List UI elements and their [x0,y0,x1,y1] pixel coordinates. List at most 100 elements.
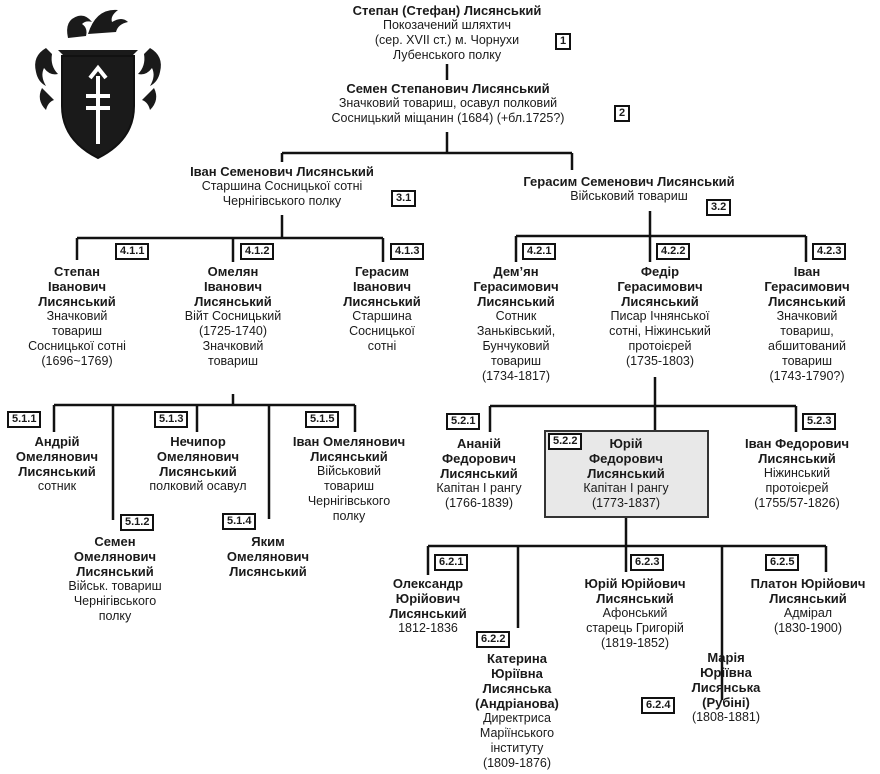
person-desc-line: старець Григорій [586,621,684,635]
person-desc-line: Військ. товариш [68,579,162,593]
person-desc-line: Покозачений шляхтич [383,18,511,32]
badge-6-2-2: 6.2.2 [476,631,511,648]
person-name-line: Андрій [34,434,80,449]
badge-2: 2 [614,105,631,122]
person-desc-line: (1735-1803) [625,354,695,368]
person-stepan-root: Степан (Стефан) Лисянський Покозачений ш… [320,3,574,63]
person-name-line: Нечипор [170,434,226,449]
person-desc-line: протоієрей [765,481,829,495]
person-platon-yuriyovych: Платон Юрійович Лисянський Адмірал (1830… [738,576,878,636]
person-desc-line: (1830-1900) [773,621,843,635]
person-desc-line: Бунчуковий [482,339,550,353]
badge-4-1-1: 4.1.1 [115,243,150,260]
person-name-line: Юріївна [491,666,543,681]
person-name-line: Федір [640,264,680,279]
person-desc-line: Старшина Сосницької сотні [201,179,363,193]
person-desc-line: товариш [324,479,374,493]
person-name-line: Федорович [589,451,663,466]
person-desc-line: Значковий товариш, осавул полковий [338,96,558,110]
person-name-line: Лисянський [343,294,421,309]
person-desc-line: товариш [52,324,102,338]
badge-4-1-3: 4.1.3 [390,243,425,260]
person-ivan-semenovych: Іван Семенович Лисянський Старшина Сосни… [172,164,392,209]
person-desc-line: інституту [490,741,544,755]
person-name-line: Герасимович [473,279,559,294]
person-andriy-omelyanovych: Андрій Омелянович Лисянський сотник [2,434,112,494]
person-herasym-semenovych: Герасим Семенович Лисянський Військовий … [484,174,774,204]
person-name-line: Олександр [392,576,464,591]
person-desc-line: Сосницької [349,324,415,338]
person-desc-line: товариш [491,354,541,368]
person-desc-line: 1812-1836 [398,621,458,635]
person-name-line: Омелянович [15,449,99,464]
badge-5-1-4: 5.1.4 [222,513,257,530]
badge-3-2: 3.2 [706,199,732,216]
person-desc-line: Сосницької сотні [28,339,126,353]
person-name-line: Юріївна [700,665,752,680]
person-desc-line: Капітан І рангу [583,481,669,495]
badge-5-1-1: 5.1.1 [7,411,42,428]
person-name-line: Яким [251,534,285,549]
person-name-line: Омелянович [73,549,157,564]
person-fedir-herasymovych: Федір Герасимович Лисянський Писар Ічнян… [585,264,735,369]
person-name-line: Лисянська [691,680,761,695]
person-name-line: Лисянський [76,564,154,579]
person-name-line: Лисянський [310,449,388,464]
badge-1: 1 [555,33,572,50]
person-desc-line: Значковий [202,339,264,353]
person-ivan-herasymovych: Іван Герасимович Лисянський Значковий то… [742,264,872,384]
person-name-line: Лисянський [389,606,467,621]
person-desc-line: товариш [782,354,832,368]
badge-5-1-5: 5.1.5 [305,411,340,428]
person-name-line: Іванович [48,279,106,294]
person-yakym-omelyanovych: Яким Омелянович Лисянський [208,534,328,579]
badge-5-2-2: 5.2.2 [548,433,583,450]
person-herasym-ivanovych: Герасим Іванович Лисянський Старшина Сос… [322,264,442,354]
person-desc-line: полковий осавул [149,479,247,493]
badge-6-2-3: 6.2.3 [630,554,665,571]
person-name-line: Герасим [355,264,409,279]
person-desc-line: (1808-1881) [691,710,761,724]
person-desc-line: Сотник [495,309,537,323]
person-name-line: Дем’ян [493,264,539,279]
person-name-line: Лисянський [477,294,555,309]
person-desc-line: Значковий [46,309,108,323]
person-semen-omelyanovych: Семен Омелянович Лисянський Військ. това… [50,534,180,624]
person-name-line: Лисянський [194,294,272,309]
person-desc-line: Чернігівського [307,494,391,508]
person-stepan-ivanovych: Степан Іванович Лисянський Значковий тов… [2,264,152,369]
person-name-line: Федорович [442,451,516,466]
person-name-line: (Андріанова) [475,696,559,711]
person-desc-line: (1696~1769) [41,354,113,368]
person-name-line: Семен [94,534,136,549]
person-desc-line: полку [98,609,132,623]
person-name-line: Ананій [457,436,501,451]
person-name-line: Лисянський [229,564,307,579]
person-name-line: Юрійович [395,591,461,606]
person-name: Семен Степанович Лисянський [346,81,550,96]
person-nechypor-omelyanovych: Нечипор Омелянович Лисянський полковий о… [128,434,268,494]
person-desc-line: Заньківський, [476,324,556,338]
badge-5-2-1: 5.2.1 [446,413,481,430]
badge-6-2-4: 6.2.4 [641,697,676,714]
person-name: Іван Семенович Лисянський [190,164,374,179]
person-desc-line: сотник [37,479,77,493]
coat-of-arms-icon [35,9,161,160]
person-ivan-omelyanovych: Іван Омелянович Лисянський Військовий то… [274,434,424,524]
person-name-line: Іванович [353,279,411,294]
person-yuriy-yuriyovych: Юрій Юрійович Лисянський Афонський старе… [560,576,710,651]
person-name-line: (Рубіні) [702,695,750,710]
person-desc-line: товариш [208,354,258,368]
person-name-line: Лисянський [758,451,836,466]
person-name-line: Катерина [487,651,547,666]
person-name-line: Лисянська [482,681,552,696]
person-name-line: Марія [707,650,745,665]
person-omelyan-ivanovych: Омелян Іванович Лисянський Війт Сосницьк… [168,264,298,369]
badge-6-2-5: 6.2.5 [765,554,800,571]
person-mariya-yuriyivna: Марія Юріївна Лисянська (Рубіні) (1808-1… [676,650,776,725]
person-desc-line: Війт Сосницький [184,309,282,323]
person-desc-line: Писар Ічнянської [610,309,710,323]
person-desc-line: Чернігівського [73,594,157,608]
person-desc-line: полку [332,509,366,523]
person-desc-line: Старшина [352,309,412,323]
